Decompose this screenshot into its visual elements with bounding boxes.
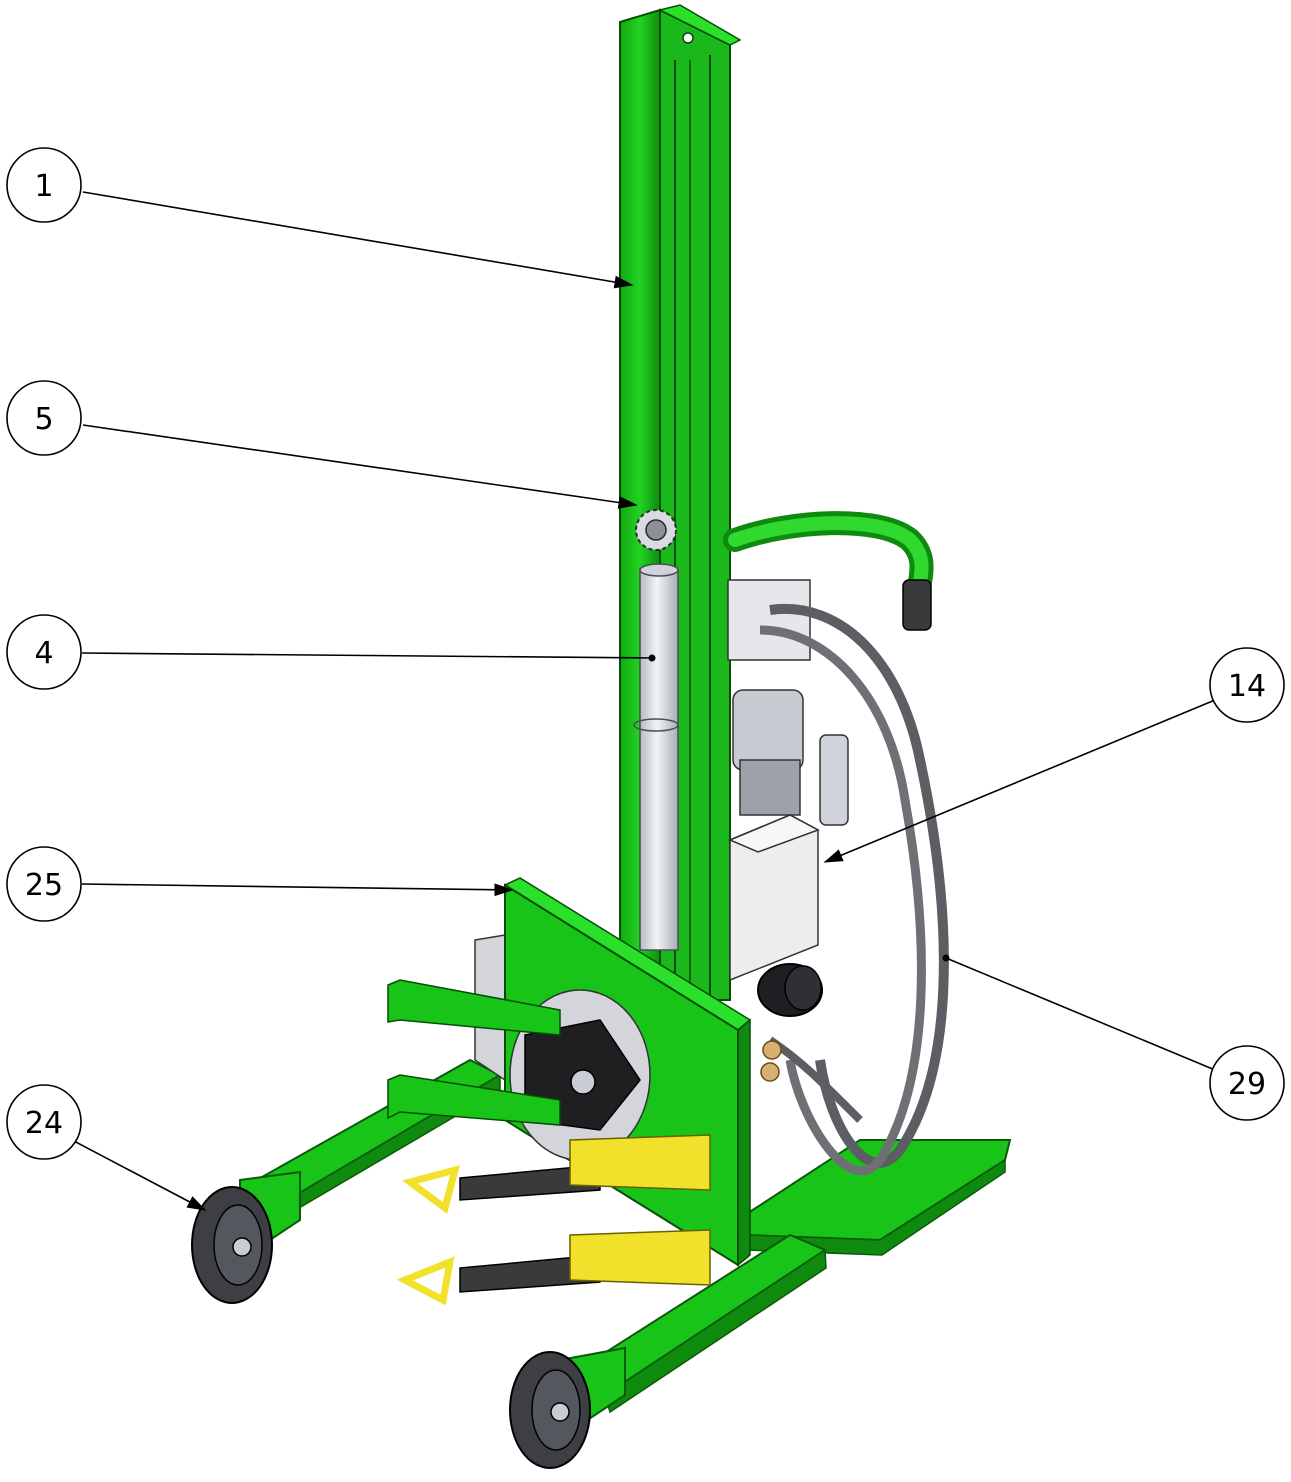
callout-label: 14 [1228,669,1266,704]
callout-5: 5 [6,380,638,509]
clamp-assembly [387,979,651,1161]
callout-24: 24 [6,1084,207,1211]
callout-1: 1 [6,147,634,289]
callout-label: 24 [25,1106,63,1141]
callout-label: 5 [34,402,53,437]
callout-label: 1 [34,169,53,204]
ratchet-straps [396,1134,711,1306]
push-handle [723,511,934,631]
callout-29: 29 [942,954,1285,1121]
callout-label: 4 [34,636,53,671]
hydraulic-cylinder [633,563,679,951]
callout-label: 29 [1228,1067,1266,1102]
caster-wheel-right [509,1351,591,1469]
callout-4: 4 [6,614,656,690]
mast [619,4,742,1001]
power-unit [727,579,849,1017]
hydraulic-hoses [759,603,949,1176]
sprocket [635,509,677,551]
callout-label: 25 [25,868,63,903]
callout-25: 25 [6,846,514,922]
caster-wheel-left [191,1186,273,1304]
callout-14: 14 [823,647,1285,863]
